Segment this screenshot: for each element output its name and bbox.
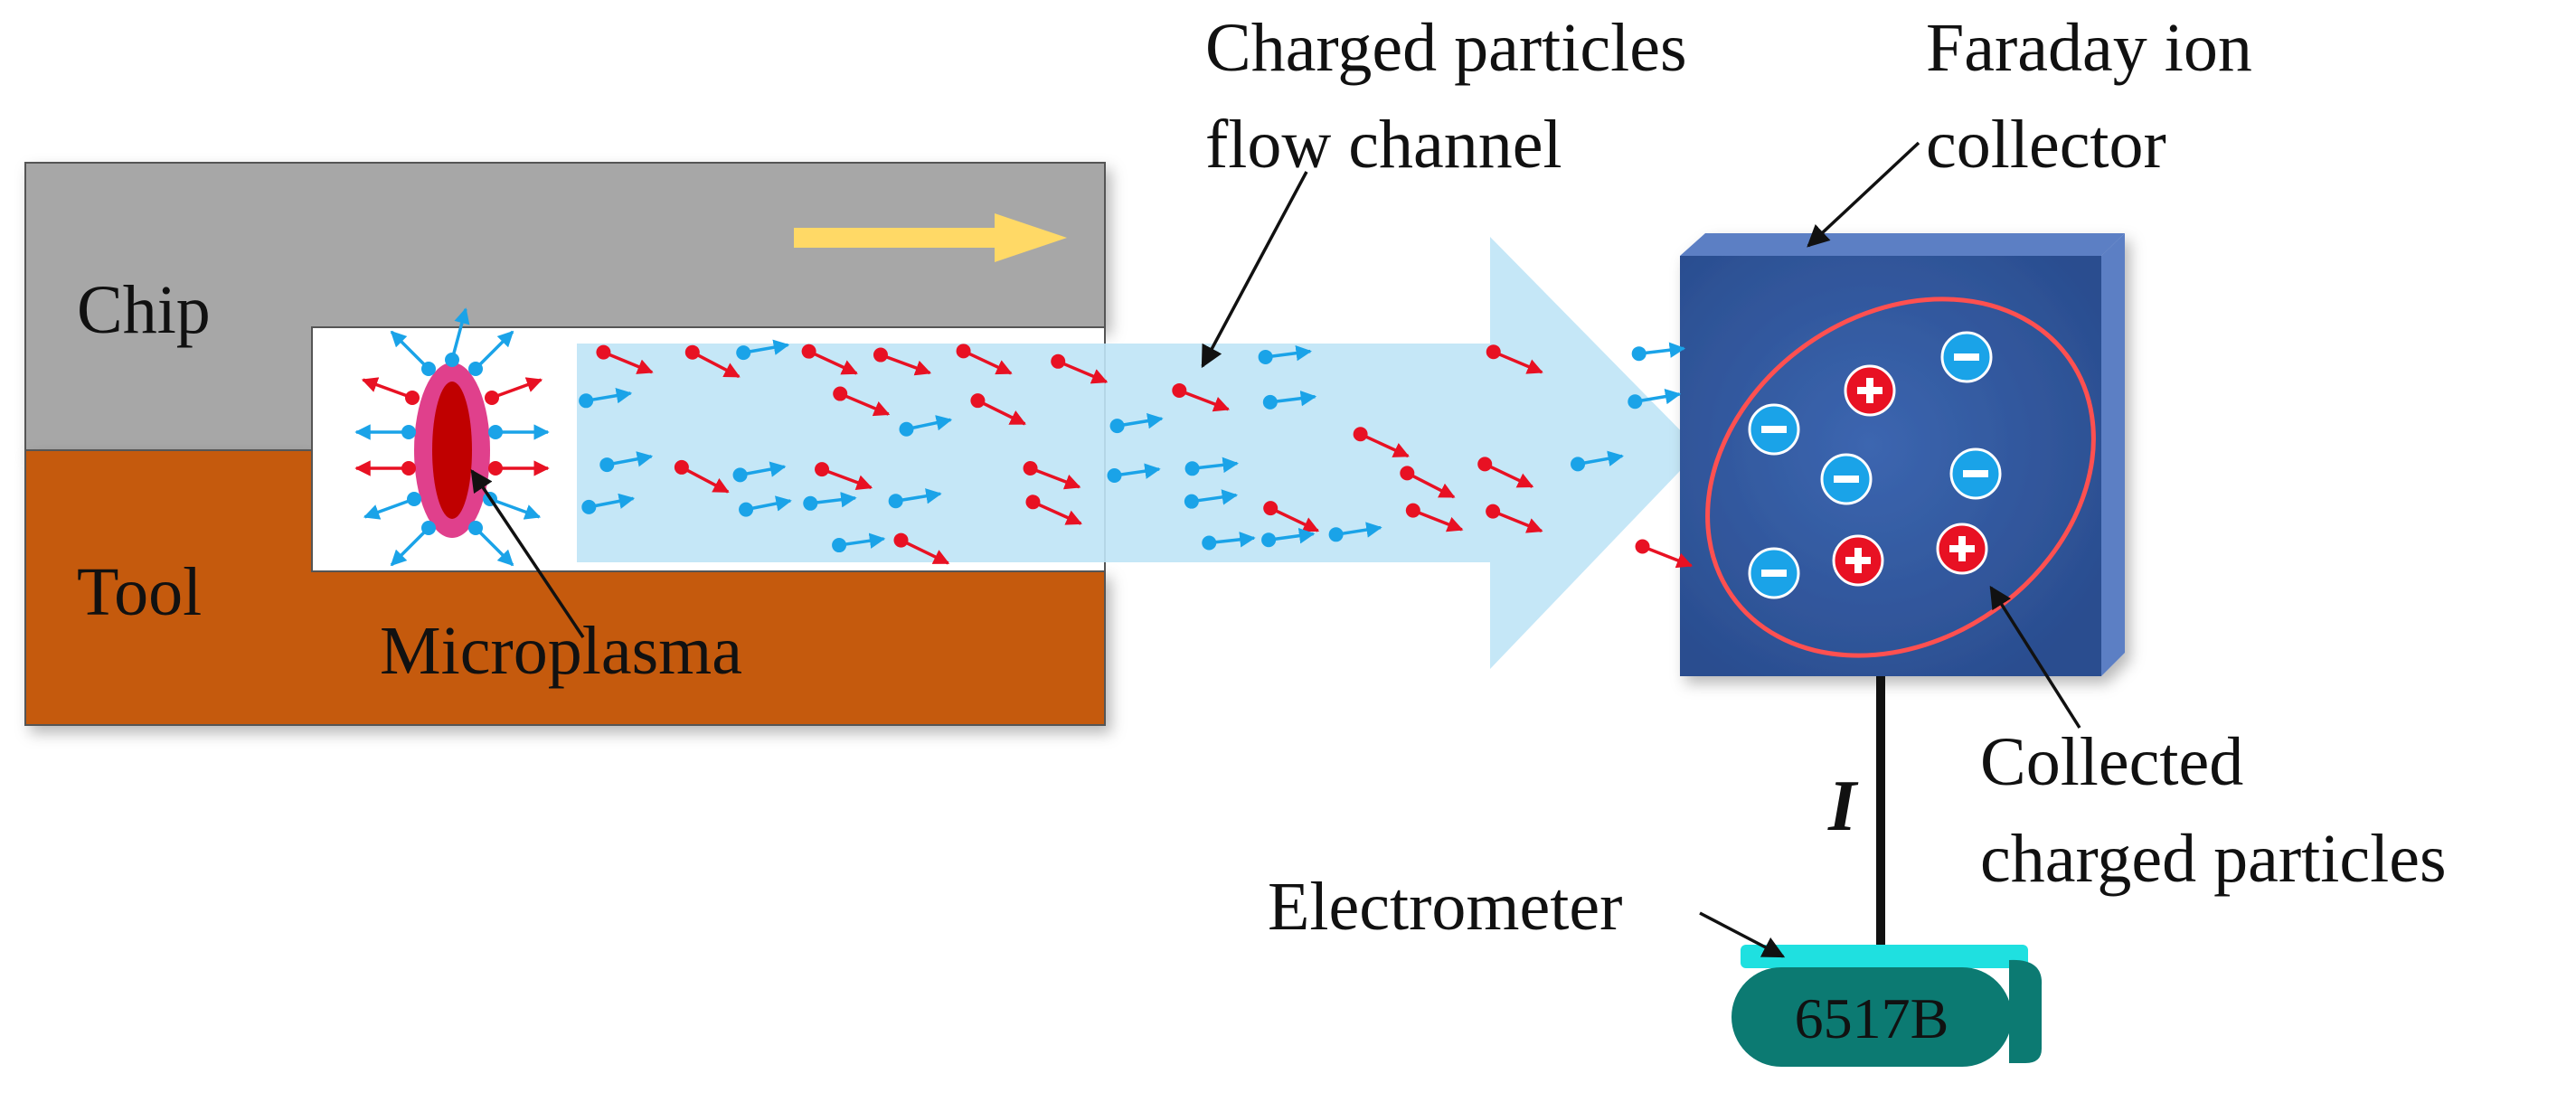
positive-particle [815, 462, 873, 491]
emitted-negative-particle [445, 307, 470, 367]
collector-front-face [1680, 256, 2101, 676]
microplasma-core [432, 381, 472, 519]
microplasma-label: Microplasma [380, 613, 742, 689]
emitted-negative-particle [488, 424, 550, 440]
positive-particle [1477, 457, 1534, 488]
electrometer-model-label: 6517B [1795, 986, 1949, 1050]
emitted-negative-particle [354, 424, 416, 440]
positive-particle [1353, 427, 1410, 458]
positive-particle [674, 459, 730, 494]
microplasma-emission-particles [354, 307, 550, 567]
positive-particle [684, 344, 741, 379]
collected-pointer [1989, 585, 2081, 729]
positive-particle [1486, 504, 1543, 533]
emitted-negative-particle [363, 492, 421, 520]
faraday-ion-collector [1680, 233, 2125, 676]
tool-label: Tool [77, 554, 202, 630]
collected-label-line2: charged particles [1980, 821, 2447, 897]
flowing-particles [579, 339, 1694, 569]
minus-sign-circle-icon [1748, 403, 1800, 456]
negative-particle [1631, 342, 1686, 362]
plus-sign-circle-icon [1936, 523, 1988, 575]
collector-label-line2: collector [1926, 107, 2166, 183]
positive-particle [970, 393, 1026, 426]
emitted-positive-particle [485, 377, 543, 405]
minus-sign-circle-icon [1748, 547, 1800, 599]
positive-particle [893, 532, 950, 565]
collected-charges [1748, 331, 2002, 599]
positive-particle [596, 344, 654, 374]
electrometer-label: Electrometer [1268, 869, 1622, 945]
negative-particle [599, 451, 654, 473]
negative-particle [579, 388, 633, 409]
emitted-negative-particle [468, 330, 514, 376]
negative-particle [1184, 489, 1239, 509]
positive-particle [833, 386, 891, 417]
emitted-negative-particle [468, 521, 514, 567]
negative-particle [1202, 532, 1256, 551]
electrometer-device [1731, 945, 2043, 1067]
electrometer-top-panel [1741, 945, 2028, 968]
negative-particle [1328, 522, 1382, 542]
positive-particle [1635, 539, 1694, 569]
electrometer-pointer [1699, 911, 1786, 958]
positive-particle [1025, 494, 1082, 525]
negative-particle [1262, 390, 1317, 410]
emitted-positive-particle [361, 377, 420, 405]
positive-particle [1400, 466, 1456, 499]
negative-particle [888, 488, 942, 509]
positive-particle [873, 347, 932, 376]
positive-particle [956, 344, 1013, 375]
negative-particle [1109, 412, 1164, 434]
collector-side-face [2101, 233, 2125, 676]
negative-particle [732, 461, 787, 483]
negative-particle [581, 493, 636, 514]
electrometer-body [1731, 967, 2012, 1067]
negative-particle [899, 415, 953, 437]
channel-label-line1: Charged particles [1205, 10, 1687, 86]
positive-particle [1486, 344, 1543, 374]
microplasma [414, 363, 490, 538]
minus-sign-circle-icon [1820, 453, 1873, 505]
negative-particle [1261, 527, 1316, 548]
emitted-positive-particle [354, 460, 416, 476]
negative-particle [832, 532, 886, 553]
negative-particle [736, 339, 790, 361]
negative-particle [1571, 450, 1624, 472]
negative-particle [739, 495, 792, 517]
negative-particle [1184, 457, 1239, 476]
positive-particle [1051, 353, 1109, 384]
positive-particle [1172, 382, 1231, 412]
plus-sign-circle-icon [1832, 534, 1884, 587]
collector-top-face [1680, 233, 2125, 256]
minus-sign-circle-icon [1940, 331, 1993, 383]
emitted-negative-particle [390, 330, 436, 376]
negative-particle [1107, 463, 1161, 484]
negative-particle [1628, 388, 1682, 410]
channel-label-line2: flow channel [1205, 107, 1562, 183]
chip-label: Chip [77, 272, 211, 348]
charged-particles-flow-channel [577, 237, 1700, 669]
positive-particle [801, 344, 858, 375]
current-label: I [1827, 767, 1859, 846]
negative-particle [803, 492, 857, 511]
negative-particle [1258, 344, 1312, 364]
positive-particle [1023, 460, 1081, 490]
collector-label-line1: Faraday ion [1926, 10, 2252, 86]
microplasma-pointer [470, 468, 585, 638]
positive-particle [1263, 501, 1320, 532]
plus-sign-circle-icon [1844, 364, 1896, 417]
positive-particle [1405, 503, 1464, 532]
emitted-negative-particle [390, 521, 436, 567]
right-arrow-icon [794, 213, 1067, 262]
collected-region-ring [1705, 297, 2096, 658]
collected-label-line1: Collected [1980, 724, 2243, 800]
collector-pointer [1807, 141, 1920, 248]
minus-sign-circle-icon [1949, 447, 2002, 500]
electrometer-side-panel [2009, 959, 2043, 1063]
channel-pointer [1201, 171, 1308, 369]
